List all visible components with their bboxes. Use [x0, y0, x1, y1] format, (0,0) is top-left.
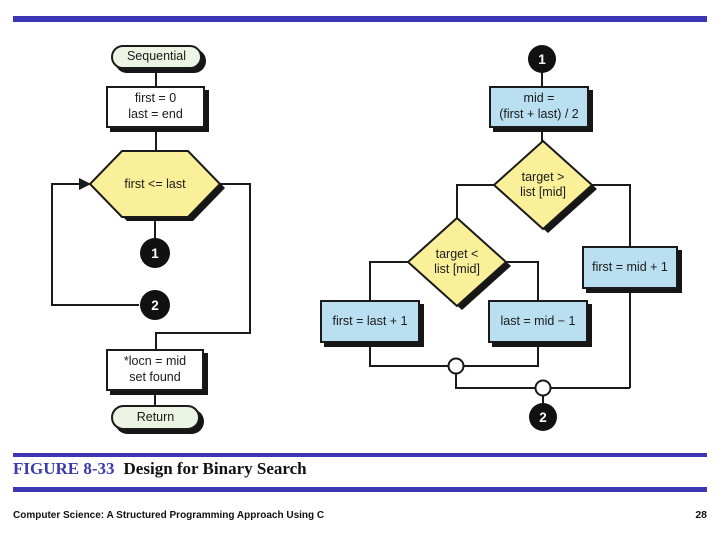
greater-line2: list [mid]: [520, 185, 566, 199]
greater-diamond: [492, 139, 594, 231]
mid-line2: (first + last) / 2: [499, 107, 579, 121]
less-line2: list [mid]: [434, 262, 480, 276]
figure-title: Design for Binary Search: [123, 459, 307, 478]
top-accent-bar: [13, 16, 707, 22]
connector-1-left: 1: [140, 238, 170, 268]
edge-greater-true-to-firstmid: [591, 184, 631, 246]
greater-line1: target >: [521, 170, 565, 184]
less-line1: target <: [435, 247, 479, 261]
connector-2-right: 2: [529, 403, 557, 431]
start-terminal: Sequential: [111, 45, 202, 69]
page-number: 28: [695, 509, 707, 521]
arrowhead-into-loop-icon: [79, 178, 91, 190]
caption-rule-top: [13, 453, 707, 457]
junction-dot-lower: [534, 379, 552, 397]
first-mid-process: first = mid + 1: [582, 246, 678, 289]
found-line1: *locn = mid: [123, 354, 187, 369]
connector-2-left: 2: [140, 290, 170, 320]
end-terminal-label: Return: [136, 409, 175, 424]
edge-less-false-to-firstlast: [369, 261, 408, 300]
edge-loopback: [51, 183, 139, 306]
found-line2: set found: [129, 370, 181, 384]
mid-line1: mid =: [523, 91, 555, 106]
footer: Computer Science: A Structured Programmi…: [13, 509, 707, 521]
less-diamond: [406, 216, 508, 308]
less-condition-label: target < list [mid]: [409, 243, 505, 281]
flowchart-lines-layer: [51, 68, 631, 405]
caption-rule-bottom: [13, 487, 707, 492]
end-terminal: Return: [111, 405, 200, 430]
loop-condition-label: first <= last: [124, 176, 186, 191]
junction-dot-upper: [447, 357, 465, 375]
connector-1-right: 1: [528, 45, 556, 73]
init-line1: first = 0: [134, 91, 177, 106]
init-process: first = 0 last = end: [106, 86, 205, 128]
edge-less-true-to-lastmid: [505, 261, 539, 300]
init-line2: last = end: [128, 107, 183, 121]
found-process: *locn = mid set found: [106, 349, 204, 391]
edge-greater-false-to-less: [456, 184, 495, 219]
book-title: Computer Science: A Structured Programmi…: [13, 510, 325, 521]
mid-process: mid = (first + last) / 2: [489, 86, 589, 128]
loop-hexagon: [88, 150, 222, 218]
first-last-process: first = last + 1: [320, 300, 420, 343]
edge-loop-false-to-found: [155, 183, 251, 349]
last-mid-process: last = mid − 1: [488, 300, 588, 343]
start-terminal-label: Sequential: [126, 49, 187, 64]
figure-label: FIGURE 8-33: [13, 459, 115, 478]
greater-condition-label: target > list [mid]: [495, 166, 591, 204]
figure-caption: FIGURE 8-33 Design for Binary Search: [13, 459, 307, 479]
